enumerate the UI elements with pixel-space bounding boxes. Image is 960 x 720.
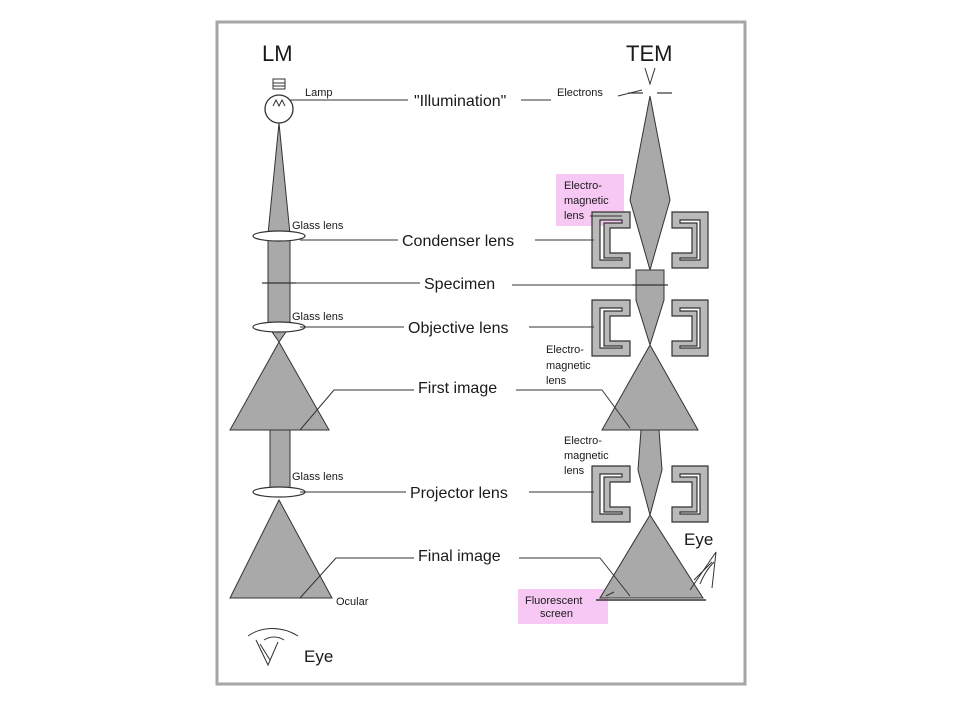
projector-lens-label: Projector lens [410, 485, 508, 502]
glass-lens-label-2: Glass lens [292, 311, 344, 323]
tem-projector-coils [591, 465, 709, 523]
lm-beam-column [267, 233, 291, 327]
tem-condenser-coils [591, 211, 709, 269]
lm-final-image-triangle [229, 498, 333, 599]
svg-text:lens: lens [564, 210, 585, 222]
lm-beam-lower [269, 429, 291, 491]
lm-eye-label: Eye [304, 647, 333, 666]
illumination-label: "Illumination" [414, 93, 506, 110]
lm-eye-icon [247, 628, 299, 667]
svg-text:lens: lens [546, 375, 567, 387]
svg-text:Electro-: Electro- [546, 344, 584, 356]
glass-lens-label-1: Glass lens [292, 220, 344, 232]
objective-lens-label: Objective lens [408, 320, 509, 337]
specimen-label: Specimen [424, 276, 495, 293]
lm-objective-glass-lens [252, 321, 306, 333]
leader-lines [290, 89, 643, 599]
lm-projector-glass-lens [252, 486, 306, 498]
lamp-label: Lamp [305, 87, 333, 99]
svg-text:Fluorescent: Fluorescent [525, 595, 582, 607]
svg-text:lens: lens [564, 465, 585, 477]
highlight-fluorescent-screen [518, 589, 608, 624]
fluorescent-screen-label: Fluorescent screen [525, 595, 582, 620]
tem-beam-middle [635, 269, 665, 347]
tem-final-image-triangle [599, 514, 704, 599]
tem-beam-lower [637, 429, 663, 517]
first-image-label: First image [418, 380, 497, 397]
em-lens-label-3: Electro- magnetic lens [564, 435, 609, 477]
final-image-label: Final image [418, 548, 501, 565]
tem-eye-icon [689, 551, 717, 591]
lamp-icon [264, 78, 294, 124]
svg-text:magnetic: magnetic [564, 195, 609, 207]
electrons-label: Electrons [557, 87, 603, 99]
svg-text:Electro-: Electro- [564, 180, 602, 192]
ocular-label: Ocular [336, 596, 369, 608]
condenser-lens-label: Condenser lens [402, 233, 514, 250]
tem-eye-label: Eye [684, 530, 713, 549]
glass-lens-label-3: Glass lens [292, 471, 344, 483]
svg-text:screen: screen [540, 608, 573, 620]
svg-text:magnetic: magnetic [546, 360, 591, 372]
lm-column [229, 78, 333, 667]
svg-text:Electro-: Electro- [564, 435, 602, 447]
svg-text:magnetic: magnetic [564, 450, 609, 462]
tem-objective-coils [591, 299, 709, 357]
tem-title: TEM [626, 41, 672, 66]
lm-title: LM [262, 41, 293, 66]
em-lens-label-1: Electro- magnetic lens [564, 180, 609, 222]
lm-condenser-glass-lens [252, 230, 306, 242]
em-lens-label-2: Electro- magnetic lens [546, 344, 591, 387]
tem-column [591, 67, 717, 601]
